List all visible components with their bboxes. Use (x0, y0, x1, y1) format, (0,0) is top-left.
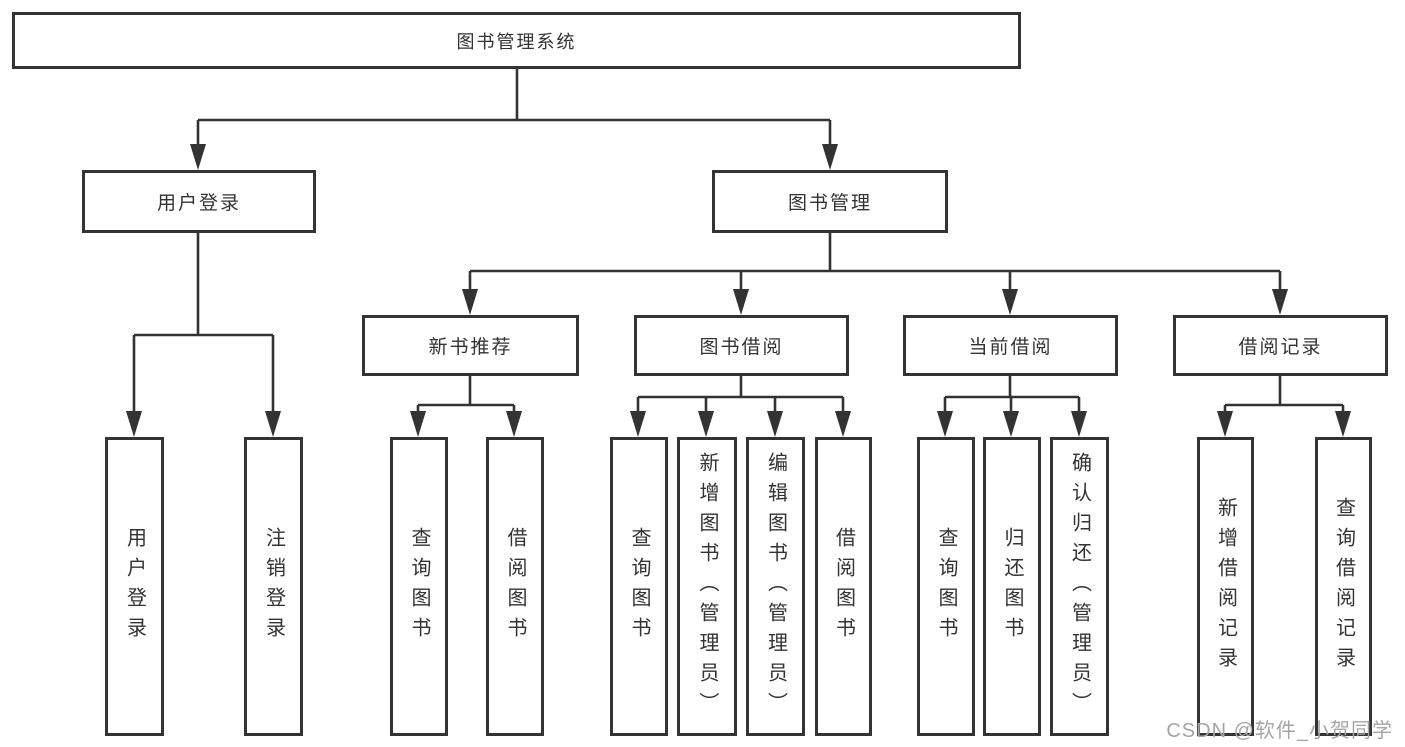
node-label: 注销登录 (262, 526, 285, 647)
leaf-logout: 注销登录 (244, 437, 303, 736)
leaf-current-query-books: 查询图书 (917, 437, 975, 736)
node-label: 图书借阅 (699, 337, 784, 358)
node-label: 查询图书 (408, 526, 430, 647)
node-label: 借阅记录 (1238, 337, 1323, 358)
node-new-book-recommendation: 新书推荐 (362, 315, 579, 376)
node-label: 用户登录 (123, 526, 146, 647)
node-borrowing-records: 借阅记录 (1173, 315, 1388, 376)
leaf-user-login: 用户登录 (105, 437, 164, 736)
leaf-borrowing-edit-books-admin: 编辑图书（管理员） (746, 437, 805, 736)
node-label: 查询借阅记录 (1332, 496, 1355, 677)
node-label: 用户登录 (156, 193, 241, 214)
node-label: 借阅图书 (504, 526, 526, 647)
node-label: 图书管理 (787, 193, 872, 214)
node-label: 确认归还（管理员） (1068, 451, 1091, 722)
leaf-current-return-books: 归还图书 (983, 437, 1041, 736)
node-label: 归还图书 (1001, 526, 1023, 647)
leaf-borrowing-query-books: 查询图书 (610, 437, 668, 736)
leaf-current-confirm-return-admin: 确认归还（管理员） (1050, 437, 1109, 736)
node-current-borrowing: 当前借阅 (903, 315, 1118, 376)
csdn-watermark: CSDN @软件_小贺同学 (1166, 720, 1393, 742)
node-user-login: 用户登录 (82, 170, 316, 233)
node-label: 新增借阅记录 (1214, 496, 1237, 677)
leaf-records-add-borrow-record: 新增借阅记录 (1197, 437, 1254, 736)
node-label: 图书管理系统 (456, 31, 577, 52)
arrowheads (126, 144, 1351, 437)
leaf-newbook-query-books: 查询图书 (390, 437, 448, 736)
node-label: 新书推荐 (428, 337, 513, 358)
node-book-management: 图书管理 (712, 170, 948, 233)
leaf-records-query-borrow-record: 查询借阅记录 (1315, 437, 1372, 736)
node-label: 编辑图书（管理员） (764, 451, 787, 722)
node-label: 当前借阅 (968, 337, 1053, 358)
node-label: 查询图书 (935, 526, 957, 647)
node-library-management-system: 图书管理系统 (12, 12, 1021, 69)
leaf-borrowing-add-books-admin: 新增图书（管理员） (677, 437, 737, 736)
node-label: 查询图书 (628, 526, 650, 647)
leaf-borrowing-borrow-books: 借阅图书 (815, 437, 872, 736)
node-book-borrowing: 图书借阅 (634, 315, 849, 376)
node-label: 借阅图书 (832, 526, 855, 647)
node-label: 新增图书（管理员） (696, 451, 718, 722)
leaf-newbook-borrow-books: 借阅图书 (486, 437, 544, 736)
